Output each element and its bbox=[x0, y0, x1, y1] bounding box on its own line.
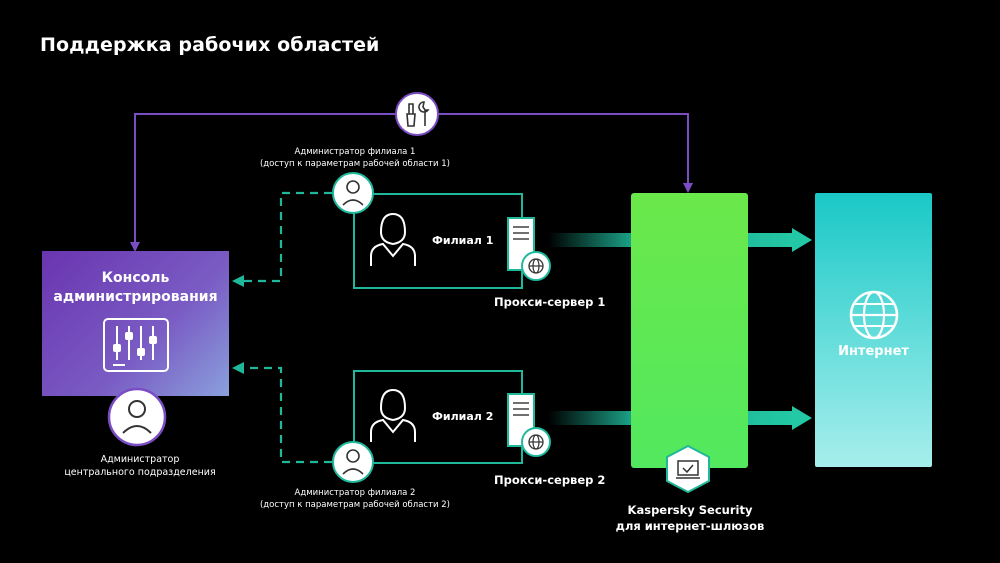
branch1-admin-avatar-icon bbox=[332, 172, 374, 214]
globe-icon bbox=[849, 290, 899, 340]
page-title: Поддержка рабочих областей bbox=[40, 34, 380, 56]
branch1-label: Филиал 1 bbox=[432, 234, 494, 247]
internet-box: Интернет bbox=[815, 193, 932, 467]
proxy1-globe-icon bbox=[521, 251, 551, 281]
proxy1-label: Прокси-сервер 1 bbox=[494, 295, 606, 309]
proxy2-label: Прокси-сервер 2 bbox=[494, 473, 606, 487]
central-admin-label: Администратор центрального подразделения bbox=[64, 454, 216, 478]
branch1-dashed-link bbox=[232, 191, 332, 287]
shield-icon bbox=[666, 444, 710, 494]
central-admin-avatar-icon bbox=[107, 387, 167, 447]
internet-label: Интернет bbox=[838, 344, 909, 359]
console-title: Консоль администрирования bbox=[53, 270, 218, 305]
branch1-user-icon bbox=[370, 212, 416, 266]
branch2-label: Филиал 2 bbox=[432, 410, 494, 423]
tools-icon bbox=[395, 92, 439, 136]
admin-console-box: Консоль администрирования bbox=[42, 251, 229, 396]
branch2-admin-label: Администратор филиала 2 (доступ к параме… bbox=[259, 488, 450, 510]
kaspersky-gateway-box bbox=[631, 193, 748, 468]
branch1-admin-label: Администратор филиала 1 (доступ к параме… bbox=[259, 147, 450, 169]
branch2-dashed-link bbox=[232, 362, 332, 464]
gateway-label: Kaspersky Security для интернет-шлюзов bbox=[615, 503, 765, 533]
branch2-user-icon bbox=[370, 388, 416, 442]
sliders-icon bbox=[103, 318, 169, 372]
proxy2-globe-icon bbox=[521, 427, 551, 457]
branch2-admin-avatar-icon bbox=[332, 441, 374, 483]
